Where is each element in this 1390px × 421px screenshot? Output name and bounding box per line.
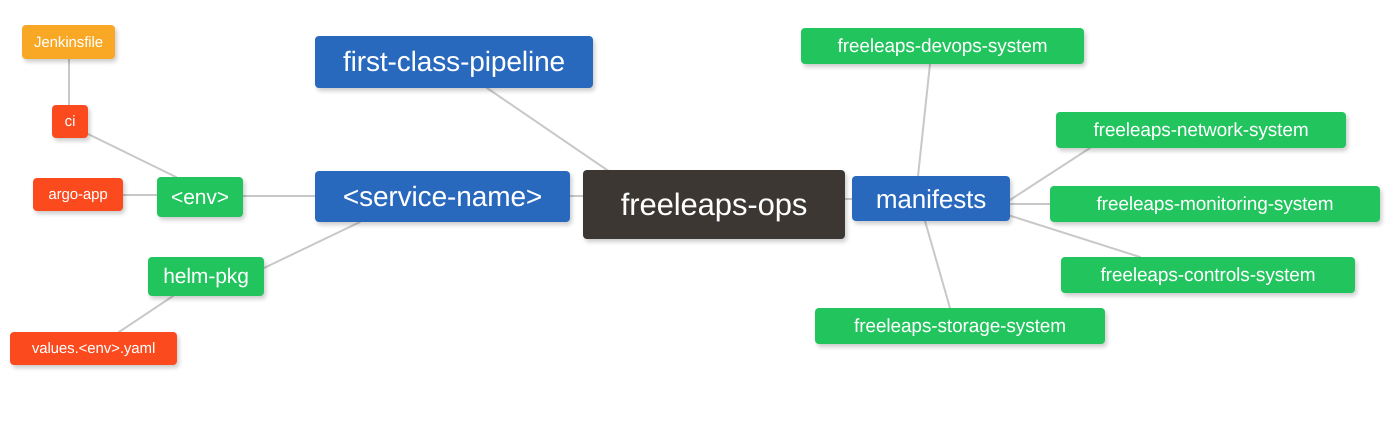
node-env[interactable]: <env> xyxy=(157,177,243,217)
node-values-yaml[interactable]: values.<env>.yaml xyxy=(10,332,177,365)
node-label: freeleaps-devops-system xyxy=(837,35,1048,57)
node-first-class-pipeline[interactable]: first-class-pipeline xyxy=(315,36,593,88)
edge-manifests-devops xyxy=(917,63,931,177)
node-helm-pkg[interactable]: helm-pkg xyxy=(148,257,264,296)
node-jenkinsfile[interactable]: Jenkinsfile xyxy=(22,25,115,59)
node-argo-app[interactable]: argo-app xyxy=(33,178,123,211)
node-label: Jenkinsfile xyxy=(34,33,103,51)
node-service-name[interactable]: <service-name> xyxy=(315,171,570,222)
node-manifests[interactable]: manifests xyxy=(852,176,1010,221)
node-label: manifests xyxy=(875,183,987,214)
node-label: first-class-pipeline xyxy=(342,46,566,77)
edge-helm-values xyxy=(118,295,174,333)
node-label: freeleaps-storage-system xyxy=(854,315,1066,337)
node-freeleaps-monitoring-system[interactable]: freeleaps-monitoring-system xyxy=(1050,186,1380,222)
edge-ops-pipeline xyxy=(486,87,611,173)
node-freeleaps-controls-system[interactable]: freeleaps-controls-system xyxy=(1061,257,1355,293)
node-label: freeleaps-ops xyxy=(620,187,808,222)
node-ci[interactable]: ci xyxy=(52,105,88,138)
node-label: freeleaps-monitoring-system xyxy=(1096,193,1334,215)
node-label: <env> xyxy=(171,185,229,209)
node-label: freeleaps-network-system xyxy=(1093,119,1309,141)
edge-manifests-storage xyxy=(924,220,951,309)
node-label: ci xyxy=(64,113,76,130)
node-freeleaps-network-system[interactable]: freeleaps-network-system xyxy=(1056,112,1346,148)
node-freeleaps-devops-system[interactable]: freeleaps-devops-system xyxy=(801,28,1084,64)
node-label: <service-name> xyxy=(342,180,543,212)
edge-service-name-helm xyxy=(263,221,361,269)
node-label: helm-pkg xyxy=(163,265,249,288)
node-label: argo-app xyxy=(48,186,108,203)
node-freeleaps-storage-system[interactable]: freeleaps-storage-system xyxy=(815,308,1105,344)
node-label: values.<env>.yaml xyxy=(31,340,156,357)
edge-env-ci xyxy=(87,133,177,178)
node-freeleaps-ops[interactable]: freeleaps-ops xyxy=(583,170,845,239)
node-label: freeleaps-controls-system xyxy=(1100,264,1316,286)
